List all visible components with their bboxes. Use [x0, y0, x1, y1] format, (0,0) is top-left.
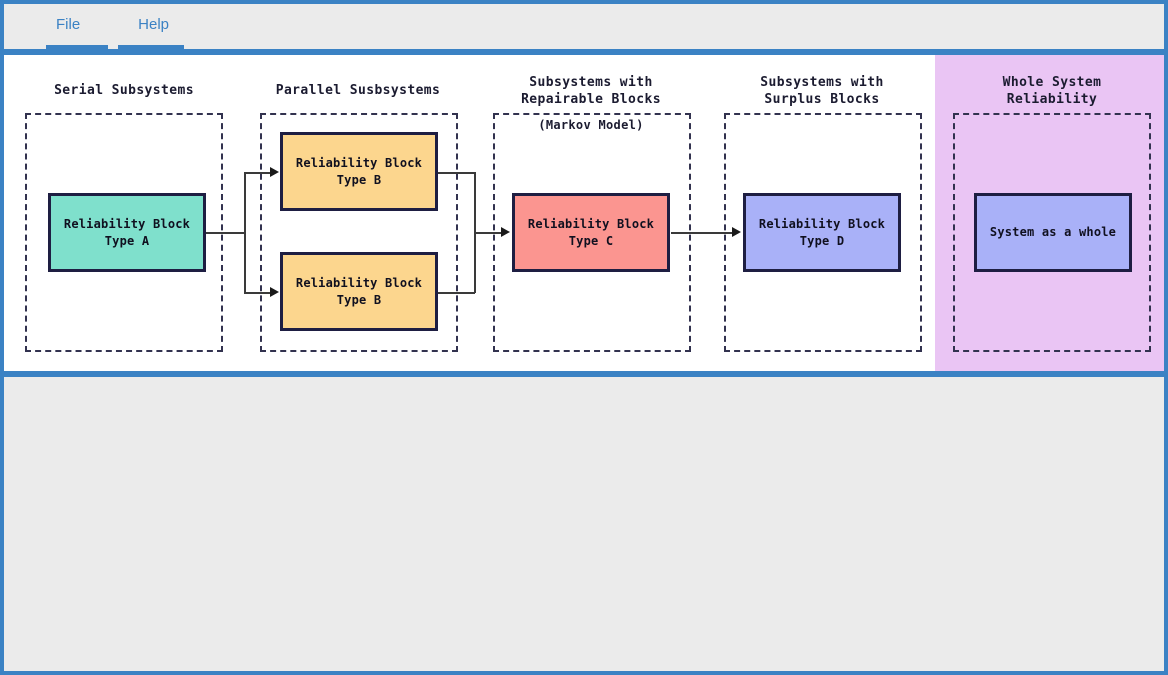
reliability-block-type-d[interactable]: Reliability Block Type D — [743, 193, 901, 272]
group-caption-serial: Serial Subsystems — [54, 83, 194, 98]
canvas-bottom-separator — [4, 371, 1164, 377]
group-caption-repairable: Subsystems with Repairable Blocks — [521, 75, 661, 107]
arrowhead-to-block-b-bottom — [270, 287, 279, 297]
wire-fork-vertical — [244, 172, 246, 293]
arrowhead-to-block-d — [732, 227, 741, 237]
wire-fork-bottom — [244, 292, 271, 294]
menu-bar: File Help — [4, 4, 1164, 45]
menu-item-help[interactable]: Help — [138, 16, 170, 33]
arrowhead-to-block-b-top — [270, 167, 279, 177]
reliability-block-system-as-a-whole[interactable]: System as a whole — [974, 193, 1132, 272]
group-box-parallel[interactable] — [260, 113, 458, 352]
group-caption-parallel: Parallel Susbsystems — [275, 83, 441, 98]
diagram-canvas[interactable]: Serial Subsystems Parallel Susbsystems S… — [4, 55, 1164, 371]
menu-item-file[interactable]: File — [56, 16, 81, 33]
arrowhead-to-block-c — [501, 227, 510, 237]
menu-separator-bar — [4, 49, 1164, 55]
group-subcaption-markov: (Markov Model) — [538, 118, 644, 132]
reliability-block-type-b-top[interactable]: Reliability Block Type B — [280, 132, 438, 211]
wire-fork-top — [244, 172, 271, 174]
group-caption-surplus: Subsystems with Surplus Blocks — [760, 75, 884, 107]
reliability-block-type-c[interactable]: Reliability Block Type C — [512, 193, 670, 272]
lower-empty-pane[interactable] — [4, 377, 1164, 671]
wire-merge-top — [437, 172, 475, 174]
menu-item-file-underline — [46, 45, 108, 49]
wire-merge-bottom — [437, 292, 475, 294]
reliability-block-type-b-bottom[interactable]: Reliability Block Type B — [280, 252, 438, 331]
menu-item-help-underline — [118, 45, 184, 49]
wire-c-to-d — [671, 232, 734, 234]
wire-a-out — [206, 232, 245, 234]
wire-merge-out — [474, 232, 503, 234]
group-caption-whole: Whole System Reliability — [1002, 75, 1102, 107]
menu-underline-band — [4, 45, 1164, 49]
group-box-whole[interactable] — [953, 113, 1151, 352]
reliability-block-type-a[interactable]: Reliability Block Type A — [48, 193, 206, 272]
